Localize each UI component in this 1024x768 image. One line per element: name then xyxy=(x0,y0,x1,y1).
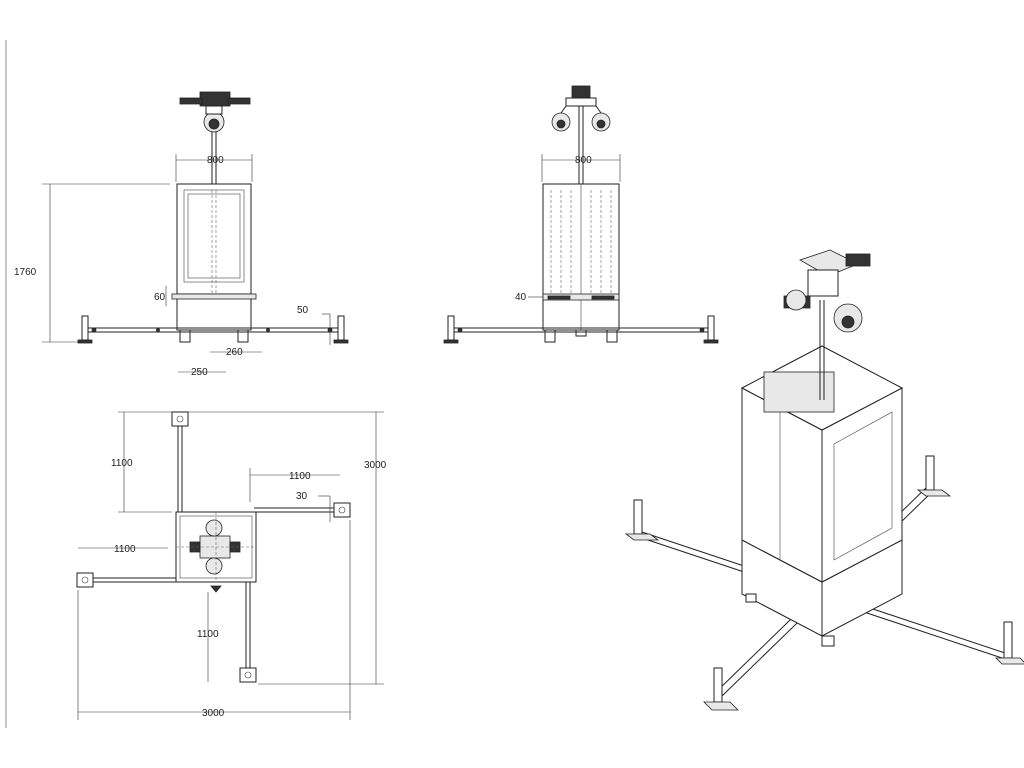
front-foot-label: 250 xyxy=(191,367,208,378)
front-small-label: 60 xyxy=(154,292,166,303)
side-view: 800 40 xyxy=(443,85,719,344)
front-base-height-label: 50 xyxy=(297,305,309,316)
plan-overall-height-label: 3000 xyxy=(364,460,387,471)
camera-head-front xyxy=(179,91,251,133)
iso-base-box xyxy=(741,539,903,647)
plan-arm-top-label: 1100 xyxy=(111,458,133,469)
iso-feet xyxy=(624,455,1024,711)
front-width-label: 800 xyxy=(207,155,224,166)
plan-arm-bottom-label: 1100 xyxy=(197,629,219,640)
isometric-view xyxy=(624,249,1024,711)
plan-small-label: 30 xyxy=(296,491,308,502)
iso-camera-head xyxy=(783,249,871,400)
plan-arm-right-label: 1100 xyxy=(289,471,311,482)
plan-overall-width-label: 3000 xyxy=(202,708,225,719)
front-height-label: 1760 xyxy=(14,267,37,278)
side-width-label: 800 xyxy=(575,155,592,166)
iso-cabinet xyxy=(740,345,904,583)
plan-view: 1100 1100 1100 1100 30 3000 3000 xyxy=(76,411,387,720)
plan-arm-left-label: 1100 xyxy=(114,544,136,555)
side-small-label: 40 xyxy=(515,292,527,303)
front-view: 800 1760 60 50 260 250 xyxy=(14,91,349,378)
camera-head-side xyxy=(551,85,611,132)
front-offset-label: 260 xyxy=(226,347,243,358)
